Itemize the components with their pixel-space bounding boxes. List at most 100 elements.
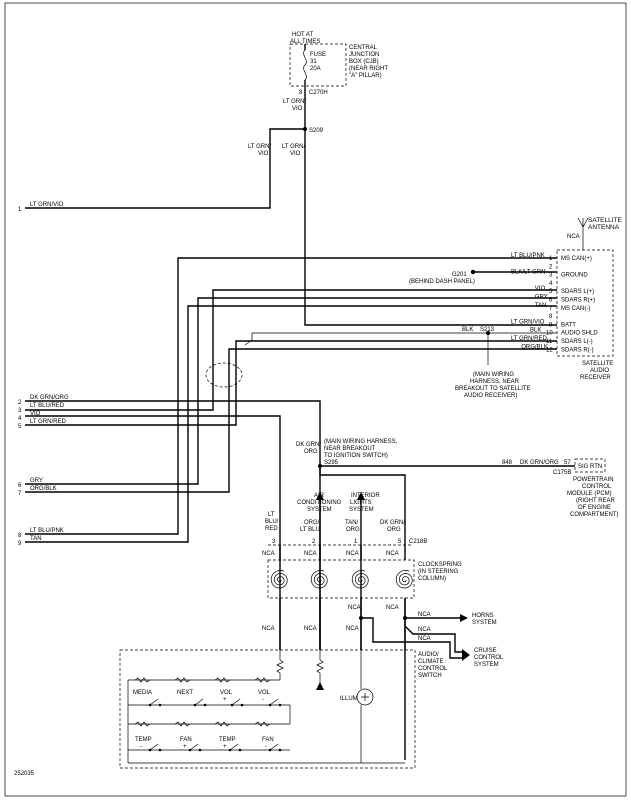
switch-box (119, 649, 416, 769)
btn-next: NEXT (177, 690, 193, 696)
receiver-pin-name: GROUND (561, 273, 588, 279)
receiver-title-2: AUDIO (590, 368, 609, 374)
cruise-label-3: SYSTEM (474, 662, 499, 668)
receiver-pin-num: 12 (546, 347, 553, 353)
col3-wire-2: ORG (346, 527, 360, 533)
cs-nca-3: NCA (346, 551, 359, 557)
receiver-pin-name: SDARS L(+) (561, 289, 594, 295)
switch-section: AUDIO/ CLIMATE CONTROL SWITCH MEDIA NEXT… (119, 649, 448, 769)
receiver-pin-wire: BLK (530, 328, 541, 334)
col3-top-3: SYSTEM (349, 507, 374, 513)
left-wire-4: VIO (30, 411, 41, 417)
clockspring-box (267, 559, 415, 599)
btn-fan-down: FAN (262, 737, 274, 743)
resistor-r2 (316, 650, 324, 690)
diagram-id: 252035 (14, 771, 35, 777)
clockspring-coil-icon (310, 570, 328, 589)
illum-label: ILLUM (340, 696, 358, 702)
g201-note: (BEHIND DASH PANEL) (409, 279, 475, 285)
resistor-r1 (276, 650, 284, 680)
receiver-pin-name: SDARS R(+) (561, 298, 595, 304)
clockspring-label-1: CLOCKSPRING (418, 562, 462, 568)
wire-left-label-2: VIO (258, 151, 269, 157)
receiver-pin-wire: BLK/LT GRN (511, 270, 545, 276)
cs-nca-6: NCA (386, 605, 399, 611)
interior-arrow-icon (357, 492, 365, 500)
left-wire-8: LT BLU/PNK (30, 528, 64, 534)
col1-pin: 3 (272, 539, 276, 545)
btn-vol-down-sign: - (262, 697, 264, 703)
pcm-label-3: MODULE (PCM) (567, 491, 612, 497)
receiver-title-1: SATELLITE (582, 361, 613, 367)
c175b-label: C175B (553, 470, 571, 476)
cjb-box (289, 43, 347, 87)
left-pin-6: 6 (18, 483, 22, 489)
c270h-label: C270H (309, 90, 328, 96)
twisted-pair-shield (205, 362, 243, 388)
mid-wire-label-1: DK GRN/ (296, 442, 321, 448)
left-wire-1: LT GRN/VIO (30, 202, 64, 208)
receiver-pin-num: 1 (549, 256, 553, 262)
cs-nca-2: NCA (304, 551, 317, 557)
switch-label-2: CLIMATE (418, 659, 444, 665)
btn-vol-up: VOL (220, 690, 233, 696)
mid-note-2: NEAR BREAKOUT (324, 446, 376, 452)
col4-wire-2: ORG (387, 527, 401, 533)
pin-848: 848 (502, 460, 513, 466)
mid-note-1: (MAIN WIRING HARNESS, (324, 439, 398, 445)
left-pin-5: 5 (18, 424, 22, 430)
col1-top-1: LT (268, 512, 275, 518)
pcm-section: DK GRN/ ORG (MAIN WIRING HARNESS, NEAR B… (296, 439, 618, 545)
cjb-label-3: BOX (CJB) (349, 59, 379, 65)
wire-left-label-1: LT GRN/ (248, 144, 271, 150)
col1-top-3: RED (265, 526, 278, 532)
receiver-pin-name: AUDIO SHLD (561, 331, 598, 337)
hot-label-1: HOT AT (292, 32, 313, 38)
pcm-label-2: CONTROL (582, 484, 612, 490)
receiver-pin-wire: VIO (535, 286, 546, 292)
antenna-label-2: ANTENNA (588, 224, 620, 231)
cs-nca-5: NCA (348, 605, 361, 611)
left-wire-5: LT GRN/RED (30, 419, 66, 425)
btn-temp-up-sign: + (223, 744, 227, 750)
cjb-label-2: JUNCTION (349, 52, 379, 58)
wire-top-label-1: LT GRN/ (283, 99, 306, 105)
antenna-nca: NCA (567, 234, 580, 240)
col4-wire-1: DK GRN/ (380, 520, 405, 526)
g201-label: G201 (452, 272, 467, 278)
ac-arrow-icon (316, 492, 324, 500)
pin-57: 57 (564, 460, 571, 466)
cruise-label-1: CRUISE (474, 648, 497, 654)
s213-note-3: BREAKOUT TO SATELLITE (455, 386, 531, 392)
receiver-pin-num: 11 (546, 339, 553, 345)
col3-pin: 1 (354, 539, 358, 545)
receiver-pin-num: 3 (549, 273, 553, 279)
pcm-box (574, 458, 606, 473)
left-wire-7: ORG/BLK (30, 486, 57, 492)
wire-right-label-2: VIO (290, 151, 301, 157)
col2-pin: 2 (312, 539, 316, 545)
btn-fan-down-sign: - (265, 744, 267, 750)
cs-nca-9: NCA (346, 626, 359, 632)
switch-label-1: AUDIO/ (418, 652, 439, 658)
pcm-wire-label: DK GRN/ORG (520, 460, 559, 466)
cruise-label-2: CONTROL (474, 655, 504, 661)
clockspring-label-2: (IN STEERING (418, 569, 459, 575)
cs-nca-7: NCA (262, 626, 275, 632)
fuse-label: FUSE (310, 52, 326, 58)
left-wire-2: DK GRN/ORG (30, 395, 69, 401)
col2-wire-1: ORG/ (304, 520, 320, 526)
c218b-label: C218B (409, 539, 427, 545)
left-pin-9: 9 (18, 541, 22, 547)
col3-top-1: INTERIOR (351, 493, 380, 499)
antenna-icon (577, 217, 589, 250)
btn-media: MEDIA (133, 690, 152, 696)
receiver-pin-wire: LT BLU/PNK (511, 253, 545, 259)
btn-temp-down: TEMP (135, 737, 152, 743)
btn-vol-up-sign: + (223, 697, 227, 703)
wire-right-label-1: LT GRN/ (282, 144, 305, 150)
s213-note-1: (MAIN WIRING (473, 372, 514, 378)
btn-temp-down-sign: - (140, 744, 142, 750)
col3-top-2: LIGHTS (350, 500, 372, 506)
